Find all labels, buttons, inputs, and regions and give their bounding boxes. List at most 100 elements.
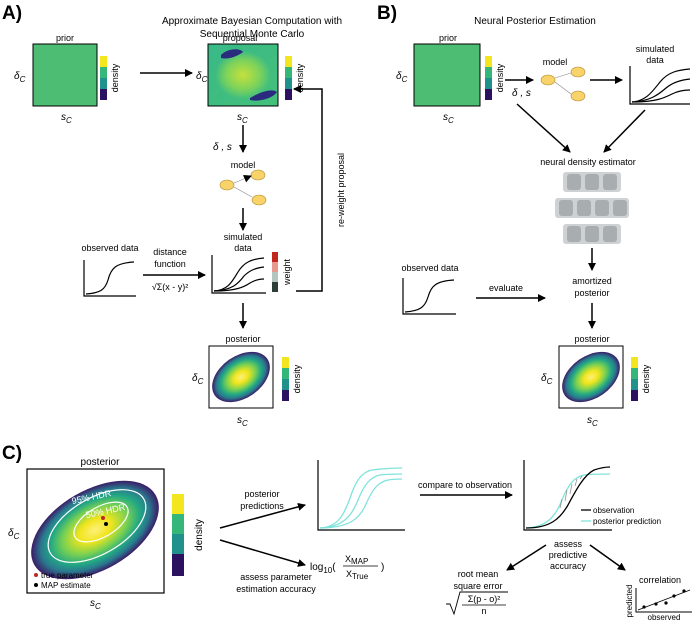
nde-network-icon: [555, 172, 629, 244]
predictions-line1: posterior: [244, 489, 279, 499]
a-posterior-density-label: density: [292, 364, 302, 393]
b-prior-colorbar: [485, 56, 492, 100]
model-icon: [219, 169, 267, 206]
params-label: δ , s: [213, 142, 232, 153]
map-estimate-dot: [104, 522, 108, 526]
correlation-label: correlation: [639, 575, 681, 585]
reweight-label: re-weight proposal: [336, 153, 346, 227]
predicted-label: predicted: [625, 585, 634, 618]
distance-line1: distance: [153, 247, 187, 257]
assess-pred-line1: assess: [554, 539, 583, 549]
log-ratio-close-paren: ): [381, 562, 384, 573]
panel-b-title: Neural Posterior Estimation: [474, 16, 596, 27]
evaluate-label: evaluate: [489, 283, 523, 293]
b-posterior-y-axis: δC: [541, 373, 553, 386]
b-simulated-line2: data: [646, 55, 664, 65]
proposal-colorbar: [285, 56, 292, 100]
panel-a-title-line2: Sequential Monte Carlo: [200, 29, 305, 40]
true-parameter-dot: [101, 516, 105, 520]
log-ratio-expression: log10(: [310, 562, 336, 575]
rmse-line1: root mean: [458, 569, 499, 579]
panel-b-letter: B): [377, 3, 397, 24]
panel-b: B) Neural Posterior Estimation prior den…: [377, 3, 691, 428]
panel-a-letter: A): [2, 3, 22, 24]
posterior-predictions-plot: [317, 460, 405, 531]
legend-posterior-prediction: posterior prediction: [593, 517, 661, 526]
c-y-axis: δC: [8, 528, 20, 541]
prior-x-axis: sC: [61, 112, 72, 125]
x-map-label: XMAP: [345, 554, 368, 566]
b-posterior-density-label: density: [641, 364, 651, 393]
assess-param-line2: estimation accuracy: [236, 584, 316, 594]
to-correlation-arrow: [589, 544, 626, 571]
prior-density-label: density: [110, 63, 120, 92]
c-x-axis: sC: [90, 598, 101, 611]
rmse-denom: n: [481, 606, 486, 616]
b-params-label: δ , s: [512, 88, 531, 99]
x-true-label: XTrue: [346, 569, 369, 581]
a-posterior-label: posterior: [225, 334, 260, 344]
compare-label: compare to observation: [418, 480, 512, 490]
b-prior-density-label: density: [495, 63, 505, 92]
hdr50-contour: [73, 501, 129, 543]
proposal-x-axis: sC: [237, 112, 248, 125]
prior-y-axis: δC: [14, 71, 26, 84]
b-observed-plot: [402, 278, 456, 315]
distance-line2: function: [154, 259, 186, 269]
legend-map-estimate: MAP estimate: [41, 581, 91, 590]
b-model-icon: [540, 66, 586, 102]
panel-c: C) posterior 95% HDR 50% HDR true parame…: [2, 443, 692, 621]
a-observed-label: observed data: [81, 243, 138, 253]
c-legend: true parameter MAP estimate: [34, 571, 94, 590]
c-posterior-label: posterior: [81, 457, 121, 468]
b-observed-label: observed data: [401, 263, 458, 273]
panel-a: A) Approximate Bayesian Computation with…: [2, 3, 346, 428]
b-params-to-nde-arrow: [516, 103, 571, 153]
a-simulated-line1: simulated: [224, 232, 263, 242]
a-posterior-y-axis: δC: [192, 373, 204, 386]
hdr95-contour: [47, 489, 147, 563]
a-simulated-line2: data: [234, 243, 252, 253]
a-posterior-colorbar: [282, 357, 289, 401]
panel-c-letter: C): [2, 443, 22, 464]
proposal-density-label: density: [295, 63, 305, 92]
distance-formula: √Σ(x - y)²: [152, 282, 189, 292]
rmse-numer: Σ(p - o)²: [468, 594, 501, 604]
assess-param-line1: assess parameter: [240, 572, 312, 582]
b-model-label: model: [543, 57, 568, 67]
proposal-y-axis: δC: [196, 71, 208, 84]
amortized-line1: amortized: [572, 276, 612, 286]
a-posterior-plot: [208, 345, 274, 409]
b-prior-label: prior: [439, 33, 457, 43]
weight-label: weight: [282, 258, 292, 286]
b-prior-heatmap: [413, 43, 481, 107]
b-prior-y-axis: δC: [396, 71, 408, 84]
b-posterior-label: posterior: [574, 334, 609, 344]
observed-axis-label: observed: [648, 613, 681, 621]
prior-heatmap: [32, 43, 98, 107]
proposal-label: proposal: [223, 33, 258, 43]
assess-pred-line2: predictive: [549, 550, 588, 560]
to-rmse-arrow: [506, 544, 547, 571]
model-label: model: [231, 160, 256, 170]
b-simulated-line1: simulated: [636, 44, 675, 54]
correlation-plot: [635, 588, 692, 613]
a-posterior-x-axis: sC: [237, 415, 248, 428]
a-observed-plot: [83, 260, 136, 297]
c-posterior-plot: [26, 468, 165, 594]
rmse-line2: square error: [453, 581, 502, 591]
assess-pred-line3: accuracy: [550, 561, 587, 571]
b-posterior-x-axis: sC: [587, 415, 598, 428]
legend-observation: observation: [593, 506, 634, 515]
c-posterior-colorbar: [172, 494, 184, 576]
legend-true-parameter: true parameter: [41, 571, 94, 580]
b-posterior-colorbar: [631, 357, 638, 401]
prior-colorbar: [100, 56, 107, 100]
to-param-accuracy-arrow: [219, 539, 306, 567]
b-simulated-to-nde-arrow: [603, 109, 646, 153]
to-predictions-arrow: [219, 502, 306, 529]
a-simulated-plot: [211, 255, 266, 294]
weight-colorbar: [272, 252, 278, 292]
amortized-line2: posterior: [574, 288, 609, 298]
comparison-legend: observation posterior prediction: [581, 506, 661, 526]
